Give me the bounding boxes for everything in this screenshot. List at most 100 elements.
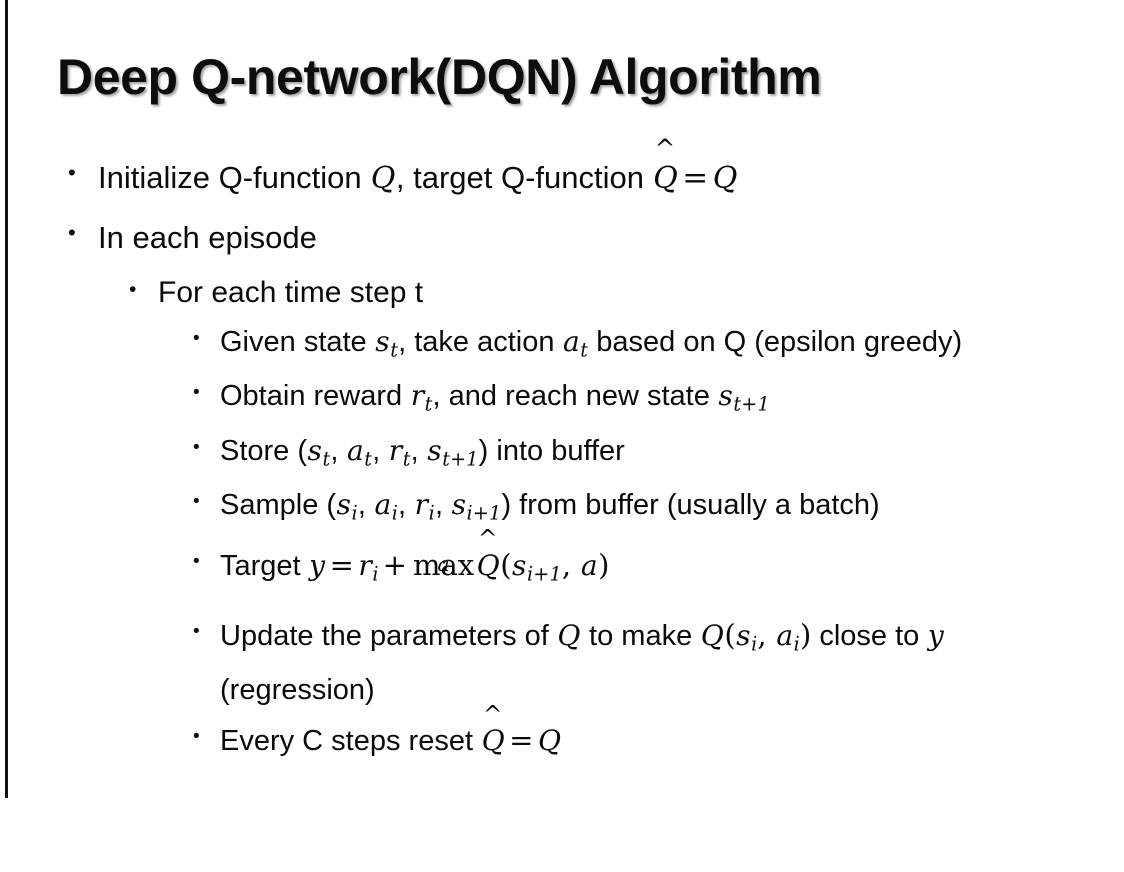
math-q-hat: ^Q	[476, 527, 500, 595]
tuple-sep: ,	[357, 489, 374, 522]
slide-body: • Initialize Q-function Q, target Q-func…	[0, 136, 1124, 768]
bullet-marker-icon: •	[68, 220, 76, 245]
math-q-hat: ^Q	[653, 136, 679, 208]
bullet-initialize: • Initialize Q-function Q, target Q-func…	[0, 136, 1124, 208]
bullet-marker-icon: •	[193, 620, 200, 642]
math-a-subscript: t	[580, 338, 589, 362]
math-a-subscript: i	[793, 632, 800, 656]
math-s-subscript: i	[751, 632, 758, 656]
math-plus: +	[382, 548, 407, 583]
tuple-sep: ,	[398, 489, 415, 522]
text-update-prefix: Update the parameters of	[220, 619, 557, 652]
paren-open: (	[500, 548, 512, 583]
bullet-timestep-text: For each time step t	[158, 276, 424, 309]
bullet-obtain-reward: • Obtain reward rt, and reach new state …	[0, 373, 1124, 427]
math-s-next: s	[427, 433, 442, 467]
math-q: Q	[370, 161, 396, 196]
math-r: r	[414, 488, 429, 522]
math-r-subscript: t	[424, 392, 433, 416]
text-store-prefix: Store (	[220, 434, 308, 467]
math-max-limit: a	[437, 551, 450, 576]
bullet-timestep: • For each time step t	[0, 267, 1124, 319]
math-r-subscript: i	[372, 562, 379, 586]
math-y: y	[309, 549, 326, 583]
slide-left-border	[5, 0, 8, 798]
bullet-store-tuple-text: Store (st, at, rt, st+1) into buffer	[220, 428, 1089, 482]
math-s-subscript: t	[322, 447, 331, 471]
text-update-mid: to make	[580, 619, 701, 652]
math-s-next-subscript: t+1	[442, 447, 479, 471]
bullet-store-tuple: • Store (st, at, rt, st+1) into buffer	[0, 428, 1124, 482]
math-s: s	[336, 488, 351, 522]
bullet-marker-icon: •	[68, 160, 76, 185]
math-s-next: s	[718, 379, 733, 413]
math-r-subscript: t	[402, 447, 411, 471]
bullet-marker-icon: •	[193, 436, 200, 458]
text-given-suffix: based on Q (epsilon greedy)	[588, 326, 963, 358]
math-s: s	[375, 325, 390, 358]
math-y: y	[927, 618, 944, 652]
math-r: r	[358, 549, 372, 583]
text-target-prefix: Target	[220, 550, 309, 583]
arg-sep: ,	[561, 548, 581, 583]
math-q-rhs: Q	[537, 724, 562, 758]
bullet-marker-icon: •	[129, 278, 137, 301]
text-sample-prefix: Sample (	[220, 489, 337, 522]
paren-open: (	[724, 617, 736, 652]
bullet-update-parameters-text: Update the parameters of Q to make Q(si,…	[220, 612, 1089, 713]
text-update-suffix: (regression)	[220, 674, 375, 707]
math-q-rhs: Q	[712, 161, 738, 196]
math-q-hat-base: Q	[481, 724, 505, 758]
bullet-obtain-reward-text: Obtain reward rt, and reach new state st…	[220, 373, 1089, 427]
math-q: Q	[557, 618, 581, 652]
bullet-initialize-text: Initialize Q-function Q, target Q-functi…	[98, 136, 1124, 208]
math-r: r	[388, 433, 403, 467]
math-a: a	[374, 488, 392, 522]
text-given-mid: , take action	[398, 326, 563, 358]
math-s-next: s	[512, 549, 527, 583]
text-initialize-prefix: Initialize Q-function	[98, 160, 371, 195]
hat-accent-icon: ^	[483, 701, 503, 729]
math-a-subscript: i	[391, 501, 399, 525]
bullet-reset-target-text: Every C steps reset ^Q=Q	[220, 703, 1089, 768]
math-a: a	[580, 549, 598, 583]
math-a: a	[563, 325, 580, 358]
hat-accent-icon: ^	[654, 133, 676, 163]
math-r-subscript: i	[428, 501, 435, 525]
math-equals: =	[329, 548, 354, 583]
math-max-label: max	[412, 548, 475, 583]
paren-close: )	[598, 548, 610, 583]
arg-sep: ,	[757, 617, 776, 652]
bullet-marker-icon: •	[193, 726, 200, 748]
bullet-episode-text: In each episode	[98, 220, 317, 255]
math-s-subscript: i	[351, 501, 358, 525]
math-equals: =	[682, 160, 709, 196]
math-s: s	[307, 433, 322, 467]
math-s-next-subscript: t+1	[733, 392, 770, 416]
bullet-episode: • In each episode	[0, 208, 1124, 267]
text-reset-prefix: Every C steps reset	[220, 725, 482, 758]
math-a: a	[776, 618, 794, 652]
bullet-marker-icon: •	[193, 328, 200, 349]
paren-close: )	[799, 617, 812, 652]
math-s-next-subscript: i+1	[466, 501, 502, 525]
tuple-sep: ,	[330, 434, 347, 467]
math-s-next: s	[451, 488, 467, 522]
bullet-marker-icon: •	[193, 551, 200, 573]
text-given-prefix: Given state	[220, 326, 375, 358]
bullet-sample-tuple-text: Sample (si, ai, ri, si+1) from buffer (u…	[220, 482, 1089, 536]
tuple-sep: ,	[372, 434, 389, 467]
math-s-subscript: t	[390, 338, 399, 362]
text-store-suffix: ) into buffer	[478, 434, 625, 467]
math-q-hat: ^Q	[481, 703, 505, 768]
math-s-next-subscript: i+1	[526, 562, 562, 586]
math-q-fn: Q	[700, 618, 724, 652]
bullet-given-state-text: Given state st, take action at based on …	[220, 319, 1089, 373]
text-obtain-mid: , and reach new state	[432, 380, 718, 413]
bullet-given-state: • Given state st, take action at based o…	[0, 319, 1124, 373]
bullet-sample-tuple: • Sample (si, ai, ri, si+1) from buffer …	[0, 482, 1124, 536]
